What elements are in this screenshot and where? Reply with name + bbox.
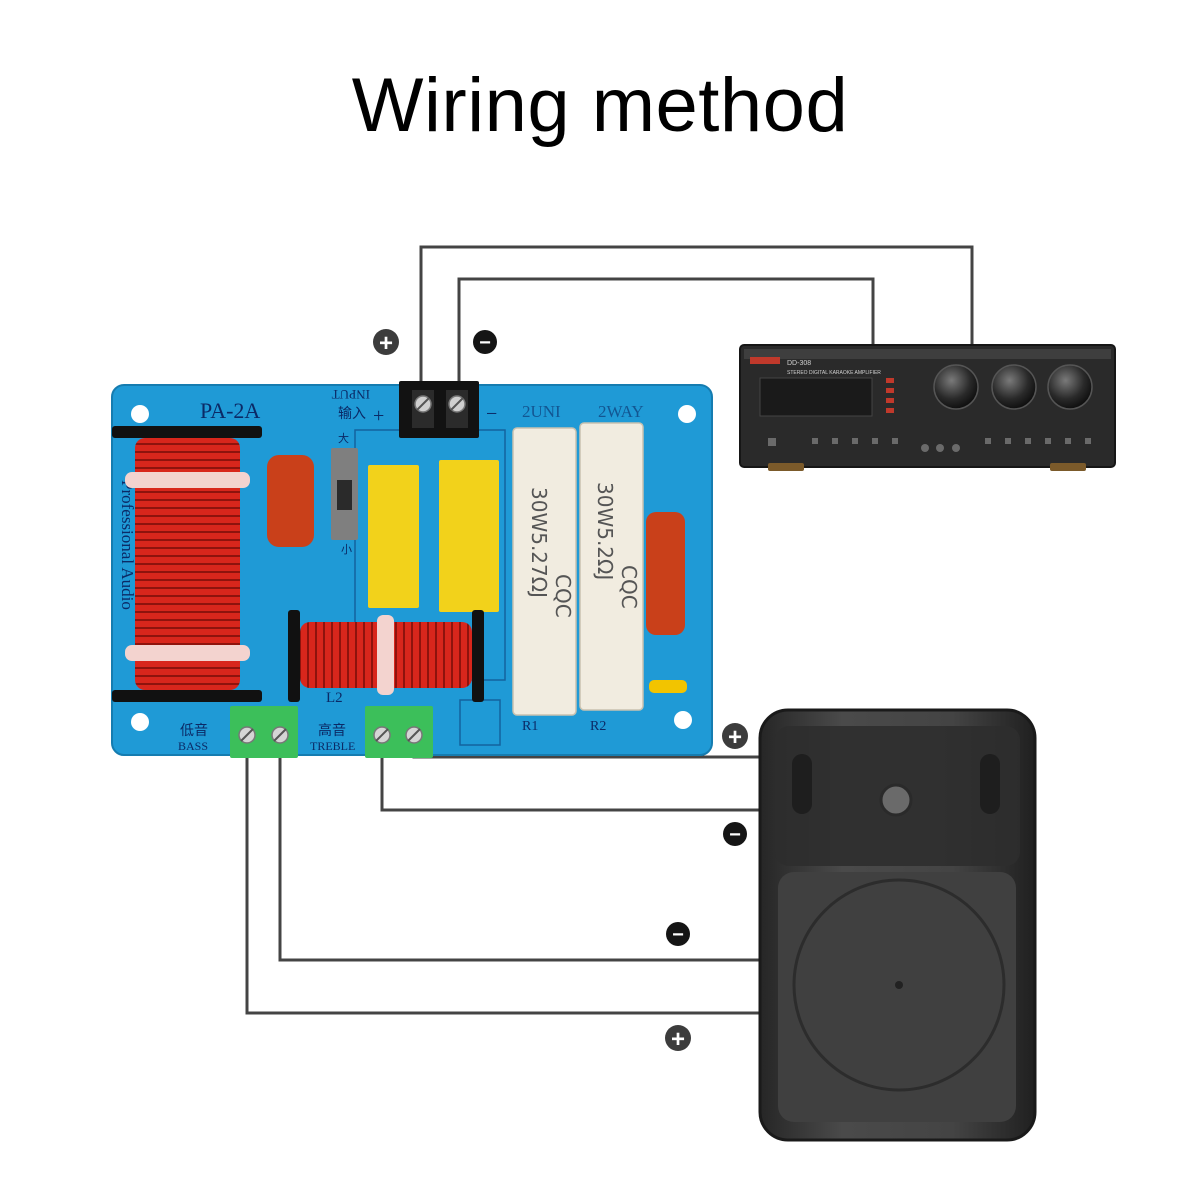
speaker-grille <box>778 872 1016 1122</box>
coil-bass <box>112 426 262 702</box>
marker-input-plus: + <box>373 329 399 357</box>
switch-small-label: 小 <box>341 543 352 556</box>
wire-treble-minus <box>380 748 765 812</box>
resistor-r1-text: 30W5.27ΩJ <box>527 487 551 598</box>
coil-treble <box>288 610 484 702</box>
amp-knob-3 <box>1047 364 1093 410</box>
capacitor-yellow-1 <box>368 465 419 608</box>
plus-icon: + <box>728 724 742 751</box>
minus-icon: − <box>479 332 491 354</box>
coil-l2-label: L2 <box>326 690 343 706</box>
marker-treble-plus: + <box>722 723 748 751</box>
input-terminal-block <box>399 381 479 438</box>
resistor-r2-text: 30W5.2ΩJ <box>593 482 617 580</box>
amplifier: DD-308 STEREO DIGITAL KARAOKE AMPLIFIER <box>739 344 1116 471</box>
resistor-r2: 30W5.2ΩJ CQC <box>579 422 644 711</box>
r2-label: R2 <box>590 719 606 734</box>
bass-label: BASS <box>178 739 208 753</box>
input-plus-silk: + <box>373 405 384 427</box>
treble-cn-label: 高音 <box>318 722 346 739</box>
crossover-board: PA-2A INPUT 输入 + − 大 小 2UNI 2WAY Profess… <box>111 381 713 758</box>
speaker-woofer <box>792 878 1006 1092</box>
spec-way: 2WAY <box>598 402 644 421</box>
amp-knob-2 <box>991 364 1037 410</box>
page-title: Wiring method <box>351 63 849 148</box>
capacitor-lead <box>649 680 687 693</box>
bass-terminal-block <box>230 706 298 758</box>
resistor-r1: 30W5.27ΩJ CQC <box>512 427 577 716</box>
speaker <box>758 708 1037 1142</box>
speaker-tweeter <box>879 783 913 817</box>
capacitor-yellow-2 <box>439 460 499 612</box>
speaker-handle-left <box>792 754 812 814</box>
minus-icon: − <box>729 824 741 846</box>
marker-bass-minus: − <box>666 922 690 946</box>
capacitor-orange-right <box>646 512 685 635</box>
plus-icon: + <box>379 330 393 357</box>
input-minus-silk: − <box>486 403 497 425</box>
marker-input-minus: − <box>473 330 497 354</box>
speaker-center <box>895 981 903 989</box>
plus-icon: + <box>671 1026 685 1053</box>
polarity-markers: + − + − − + <box>373 329 748 1053</box>
wire-input-minus <box>457 277 875 395</box>
amp-leds <box>886 378 894 413</box>
wire-input-plus <box>419 245 974 395</box>
r1-label: R1 <box>522 719 538 734</box>
amp-model: DD-308 <box>787 360 811 367</box>
bass-cn-label: 低音 <box>180 722 208 739</box>
resistor-r1-brand: CQC <box>551 574 575 618</box>
treble-label: TREBLE <box>310 739 355 753</box>
mount-hole <box>131 405 149 423</box>
capacitor-orange-left <box>267 455 314 547</box>
amp-knob-1 <box>933 364 979 410</box>
wire-bass-minus <box>278 748 765 962</box>
switch-big-label: 大 <box>338 431 349 445</box>
vertical-brand-text: Professional Audio <box>118 480 137 610</box>
amp-display <box>759 377 873 417</box>
resistor-r2-brand: CQC <box>617 565 641 609</box>
mount-hole <box>131 713 149 731</box>
treble-terminal-block <box>365 706 433 758</box>
wire-bass-plus <box>245 748 765 1015</box>
input-label: INPUT <box>332 387 370 402</box>
slide-switch <box>331 448 358 540</box>
minus-icon: − <box>672 924 684 946</box>
marker-treble-minus: − <box>723 822 747 846</box>
amp-control-row <box>768 438 1091 452</box>
amp-subtitle: STEREO DIGITAL KARAOKE AMPLIFIER <box>787 370 881 376</box>
mount-hole <box>678 405 696 423</box>
board-model: PA-2A <box>200 398 260 423</box>
spec-uni: 2UNI <box>522 402 561 421</box>
speaker-handle-right <box>980 754 1000 814</box>
amp-logo <box>750 357 780 364</box>
marker-bass-plus: + <box>665 1025 691 1053</box>
input-cn-label: 输入 <box>338 406 366 422</box>
mount-hole <box>674 711 692 729</box>
